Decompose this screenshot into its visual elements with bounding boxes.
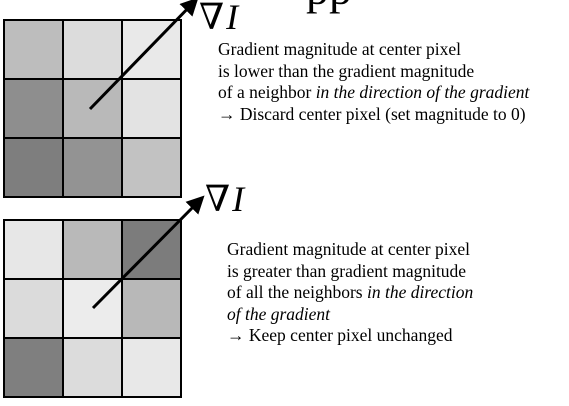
desc-line: is greater than gradient magnitude: [227, 260, 467, 281]
right-arrow-icon: →: [227, 325, 245, 345]
neighbor-pixel: [121, 19, 182, 80]
example-discard: ∇I Gradient magnitude at center pixel is…: [0, 0, 569, 200]
description-text: Gradient magnitude at center pixel is gr…: [227, 239, 473, 347]
pixel-grid: [3, 0, 199, 198]
desc-emphasis: in the direction of the gradient: [315, 82, 530, 102]
example-keep: ∇I Gradient magnitude at center pixel is…: [0, 180, 569, 406]
neighbor-pixel: [62, 337, 123, 398]
desc-emphasis: in the direction: [366, 282, 474, 302]
neighbor-pixel: [121, 337, 182, 398]
desc-text: of all the neighbors: [227, 282, 367, 302]
neighbor-pixel: [3, 137, 64, 198]
neighbor-pixel: [3, 278, 64, 339]
pixel-grid: [3, 195, 205, 398]
neighbor-pixel: [121, 137, 182, 198]
neighbor-pixel: [62, 219, 123, 280]
desc-line: → Discard center pixel (set magnitude to…: [218, 104, 529, 126]
neighbor-pixel: [121, 78, 182, 139]
neighbor-pixel: [121, 278, 182, 339]
gradient-arrow: [91, 195, 205, 310]
neighbor-pixel: [3, 19, 64, 80]
desc-line: is lower than the gradient magnitude: [218, 60, 475, 81]
description-text: Gradient magnitude at center pixel is lo…: [218, 39, 529, 125]
desc-line: Gradient magnitude at center pixel: [227, 239, 470, 259]
desc-emphasis: of the gradient: [227, 303, 331, 324]
gradient-symbol: ∇I: [205, 181, 244, 217]
desc-line: → Keep center pixel unchanged: [227, 325, 473, 347]
nabla-symbol: ∇: [205, 179, 231, 219]
neighbor-pixel: [3, 78, 64, 139]
neighbor-pixel: [3, 337, 64, 398]
image-variable: I: [232, 179, 245, 219]
desc-text: Keep center pixel unchanged: [244, 325, 453, 345]
desc-line: of all the neighbors in the direction: [227, 282, 473, 304]
desc-line: of a neighbor in the direction of the gr…: [218, 82, 529, 104]
image-variable: I: [226, 0, 239, 37]
desc-text: of a neighbor: [218, 82, 316, 102]
neighbor-pixel: [62, 19, 123, 80]
desc-text: Discard center pixel (set magnitude to 0…: [235, 103, 526, 124]
neighbor-pixel: [62, 137, 123, 198]
desc-line: of the gradient: [227, 304, 473, 326]
slide-title-fragment: pp: [306, 0, 352, 12]
right-arrow-icon: →: [218, 103, 236, 124]
desc-line: Gradient magnitude at center pixel: [218, 39, 461, 59]
gradient-symbol: ∇I: [199, 0, 238, 35]
neighbor-pixel: [3, 219, 64, 280]
nabla-symbol: ∇: [199, 0, 225, 37]
gradient-arrow: [88, 0, 199, 111]
